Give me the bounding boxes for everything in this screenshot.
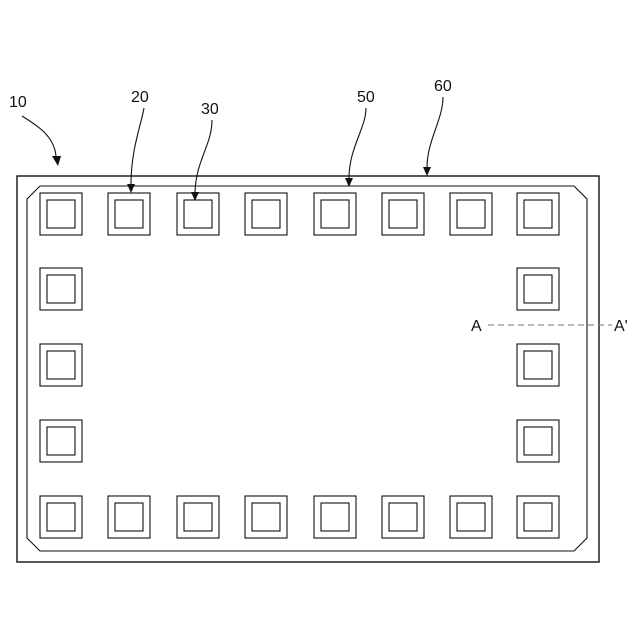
pad-inner [252,200,280,228]
leader-60-arrowhead [423,167,431,176]
pad-inner [457,200,485,228]
pad-outer [450,496,492,538]
pad-inner [524,275,552,303]
pad-outer [177,496,219,538]
pad-inner [184,503,212,531]
pad-outer [40,496,82,538]
pad-outer [382,496,424,538]
leader-20-arrowhead [127,184,135,193]
ref-label-20: 20 [131,89,149,106]
ref-label-50: 50 [357,89,375,106]
pad-outer [245,496,287,538]
leader-50 [349,108,366,178]
pad-inner [524,200,552,228]
leader-30 [195,120,212,192]
pad-inner [321,503,349,531]
pad-outer [177,193,219,235]
pad-outer [314,193,356,235]
pad-outer [108,496,150,538]
pad-outer [382,193,424,235]
pad-inner [47,351,75,379]
pad-inner [47,200,75,228]
pad-outer [40,420,82,462]
pad-outer [517,496,559,538]
pad-inner [115,200,143,228]
pad-inner [252,503,280,531]
pad-outer [517,420,559,462]
section-label-a-prime: A' [614,318,628,335]
ref-label-60: 60 [434,78,452,95]
pad-outer [40,193,82,235]
pad-inner [524,427,552,455]
pad-inner [47,275,75,303]
outer-substrate [17,176,599,562]
pad-outer [245,193,287,235]
pad-inner [524,351,552,379]
pad-outer [40,268,82,310]
leader-10-arrowhead [52,156,61,166]
pad-outer [40,344,82,386]
pad-inner [389,503,417,531]
pad-inner [47,503,75,531]
ref-label-10: 10 [9,94,27,111]
pad-outer [314,496,356,538]
pad-outer [517,344,559,386]
pad-outer [450,193,492,235]
pad-inner [321,200,349,228]
pad-inner [115,503,143,531]
leader-60 [427,97,443,168]
leader-10 [22,116,56,156]
pad-inner [184,200,212,228]
pad-outer [517,193,559,235]
pad-array [40,193,559,538]
pad-outer [108,193,150,235]
section-label-a: A [471,318,482,335]
pad-inner [524,503,552,531]
leader-20 [131,108,144,184]
pad-inner [457,503,485,531]
ref-label-30: 30 [201,101,219,118]
pad-inner [47,427,75,455]
pad-outer [517,268,559,310]
pad-inner [389,200,417,228]
